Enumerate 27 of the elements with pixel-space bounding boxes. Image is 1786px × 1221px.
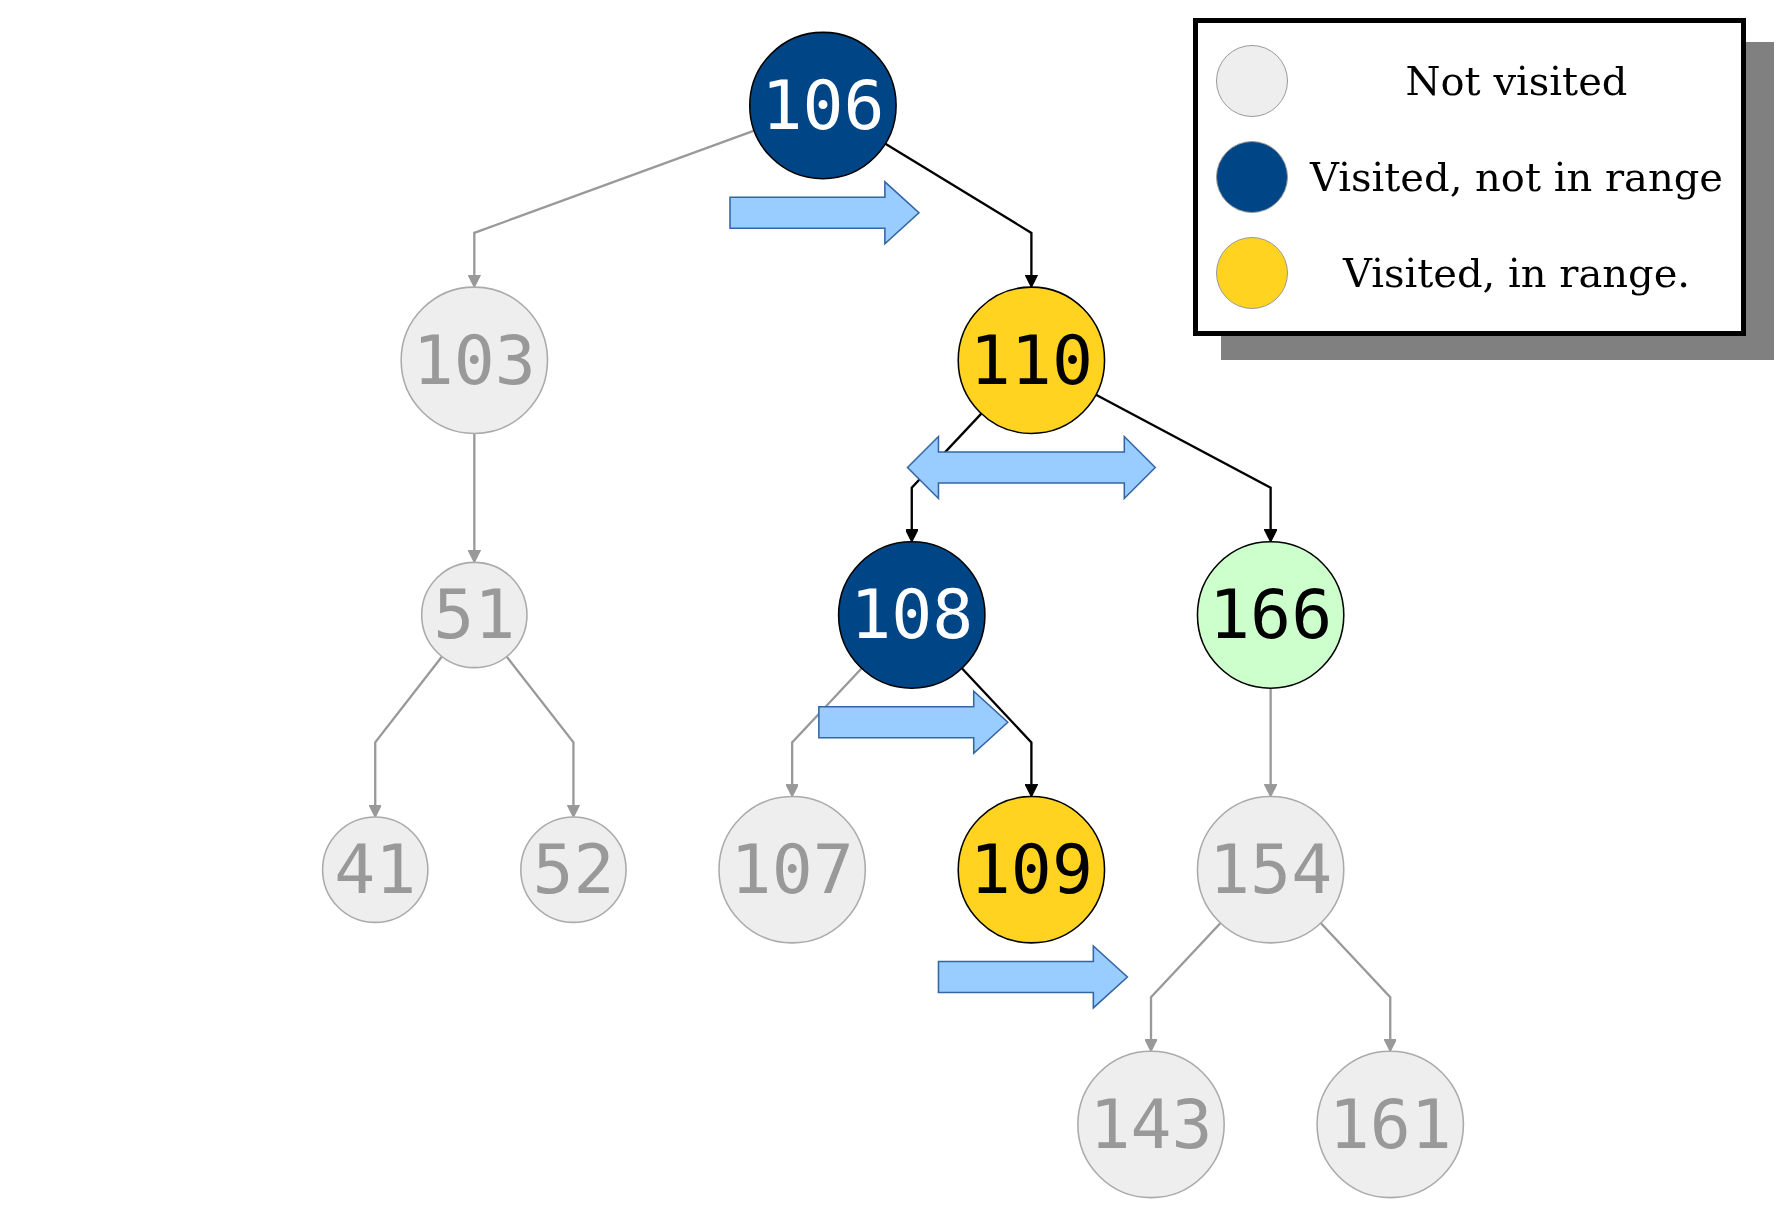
arrow	[884, 142, 1039, 288]
arrow	[505, 655, 581, 818]
legend-label: Not visited	[1404, 58, 1629, 104]
node-circle: 161	[1316, 1050, 1465, 1199]
arrow	[1263, 688, 1278, 798]
arrow	[1319, 922, 1398, 1052]
node-circle: 52	[520, 816, 627, 924]
arrow	[1095, 393, 1278, 543]
arrow	[368, 655, 443, 818]
arrow	[467, 129, 755, 288]
node-circle: 108	[837, 541, 986, 689]
node-circle: 154	[1196, 795, 1345, 944]
arrow	[467, 433, 482, 563]
node-circle: 41	[321, 816, 429, 924]
arrow	[961, 667, 1039, 798]
arrow	[1144, 922, 1222, 1052]
node-circle: 166	[1196, 541, 1345, 689]
legend-label: Visited, not in range	[1310, 154, 1723, 200]
legend-label: Visited, in range.	[1341, 250, 1692, 296]
node-circle: 110	[957, 286, 1106, 435]
arrow	[785, 667, 863, 798]
node-circle: 51	[420, 561, 528, 669]
node-circle: 107	[718, 795, 867, 944]
node-circle: 103	[400, 286, 549, 435]
node-circle: 106	[749, 31, 897, 180]
node-circle: 143	[1077, 1050, 1225, 1199]
node-circle: 109	[957, 795, 1106, 944]
